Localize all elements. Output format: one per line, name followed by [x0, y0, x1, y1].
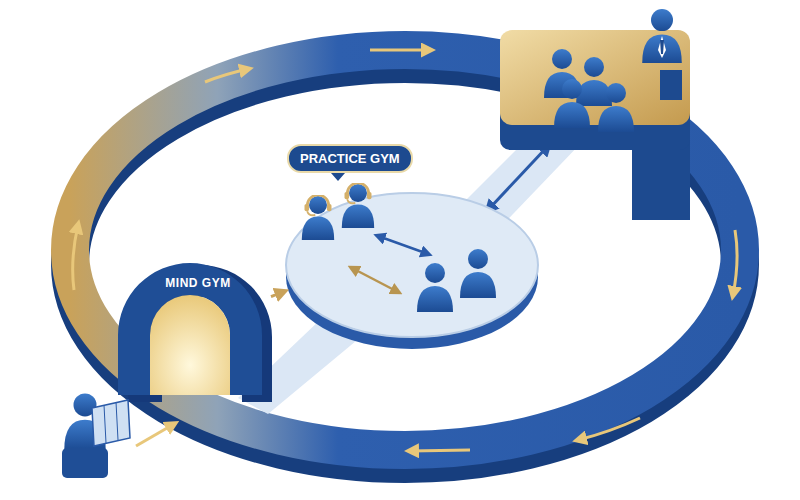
practice-platform — [378, 236, 428, 254]
ring-arrow — [733, 230, 737, 295]
ring-arrow — [370, 49, 430, 52]
person-with-map — [62, 448, 108, 478]
gate-arch — [118, 263, 272, 402]
person-with-map — [104, 402, 118, 443]
presentation-stage — [658, 36, 666, 58]
gate-node: MIND GYM — [125, 255, 271, 395]
person-with-map — [92, 400, 130, 446]
presentation-stage — [500, 30, 690, 125]
ring-arrow — [410, 450, 470, 451]
presentation-stage — [642, 9, 682, 63]
presentation-stage — [598, 83, 634, 132]
callout-pointer — [331, 173, 345, 181]
ring-arrow — [205, 69, 248, 82]
practice-platform — [417, 263, 453, 312]
practice-platform — [460, 249, 496, 298]
presentation-stage — [500, 9, 690, 220]
presentation-stage — [576, 57, 612, 106]
presentation-stage — [632, 140, 690, 220]
ring-arrow — [578, 418, 640, 440]
presentation-stage — [660, 70, 682, 100]
platform-node: PRACTICE GYM — [285, 140, 535, 345]
practice-platform — [342, 183, 374, 228]
practice-platform — [352, 268, 398, 292]
person-with-map — [136, 424, 174, 446]
practice-platform — [286, 193, 538, 337]
bridge — [488, 146, 548, 210]
presentation-stage — [660, 40, 664, 54]
presentation-stage — [554, 79, 590, 128]
flow-arrow — [271, 291, 285, 296]
practice-platform — [286, 183, 538, 349]
ring-arrow — [73, 225, 78, 290]
practice-platform — [302, 195, 334, 240]
platform-label: PRACTICE GYM — [287, 144, 413, 173]
person-with-map — [62, 393, 174, 478]
gate-arch — [150, 295, 230, 395]
gate-label: MIND GYM — [125, 276, 271, 290]
